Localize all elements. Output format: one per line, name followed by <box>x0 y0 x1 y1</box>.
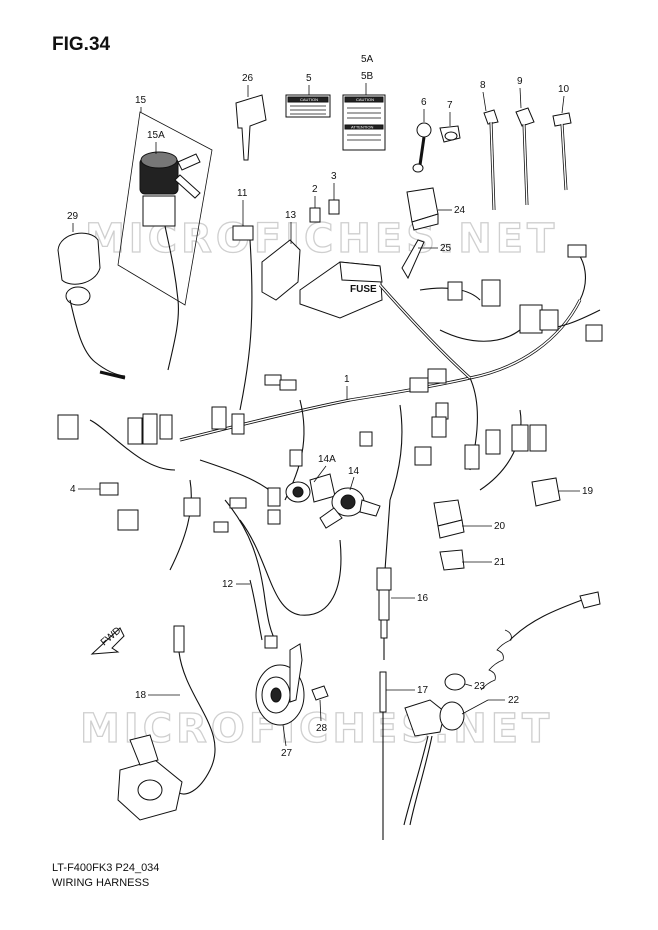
relay-19 <box>531 477 561 507</box>
callout-11: 11 <box>237 188 248 199</box>
callout-6: 6 <box>421 97 427 108</box>
callout-5a: 5A <box>361 54 374 65</box>
callout-28: 28 <box>316 723 328 734</box>
callout-7: 7 <box>447 100 453 111</box>
callouts: 1 2 3 4 5 5A 5B 6 7 8 9 10 11 12 13 14 1… <box>67 54 594 759</box>
callout-24: 24 <box>454 205 466 216</box>
callout-23: 23 <box>474 681 486 692</box>
callout-9: 9 <box>517 76 523 87</box>
callout-21: 21 <box>494 557 506 568</box>
fuse-2 <box>309 207 321 223</box>
callout-26: 26 <box>242 73 254 84</box>
model-code: LT-F400FK3 P24_034 <box>52 862 160 874</box>
figure-title: FIG.34 <box>52 34 111 55</box>
bracket-21 <box>439 549 465 571</box>
callout-29: 29 <box>67 211 79 222</box>
key <box>235 94 267 161</box>
callout-2: 2 <box>312 184 318 195</box>
callout-14a: 14A <box>318 454 336 465</box>
svg-text:CAUTION: CAUTION <box>300 97 318 102</box>
figure-caption: WIRING HARNESS <box>52 877 150 889</box>
svg-text:FUSE: FUSE <box>350 284 377 295</box>
svg-text:ATTENTION: ATTENTION <box>351 125 373 130</box>
callout-22: 22 <box>508 695 520 706</box>
caution-labels: CAUTION CAUTION ATTENTION <box>285 94 386 151</box>
callout-15: 15 <box>135 95 147 106</box>
ignition-switch-group <box>117 111 213 371</box>
fuse-3 <box>328 199 340 215</box>
callout-18: 18 <box>135 690 147 701</box>
callout-5b: 5B <box>361 71 374 82</box>
callout-20: 20 <box>494 521 506 532</box>
callout-25: 25 <box>440 243 452 254</box>
connector-11 <box>232 225 254 241</box>
callout-5: 5 <box>306 73 312 84</box>
callout-17: 17 <box>417 685 429 696</box>
callout-8: 8 <box>480 80 486 91</box>
callout-13: 13 <box>285 210 297 221</box>
handlebar-switch <box>57 232 126 380</box>
fwd-arrow: FWD <box>90 625 125 655</box>
callout-14: 14 <box>348 466 360 477</box>
connector-4 <box>99 482 119 496</box>
callout-19: 19 <box>582 486 594 497</box>
bolt-17 <box>379 671 387 840</box>
callout-16: 16 <box>417 593 429 604</box>
ignition-switch-housing <box>142 195 176 227</box>
callout-4: 4 <box>70 484 76 495</box>
wire-12 <box>249 579 263 641</box>
relay-24 <box>406 187 439 231</box>
callout-15a: 15A <box>147 130 165 141</box>
callout-12: 12 <box>222 579 234 590</box>
sensor-16 <box>376 567 392 660</box>
switch-14 <box>285 473 381 529</box>
relay-20 <box>433 499 465 539</box>
callout-10: 10 <box>558 84 570 95</box>
callout-1: 1 <box>344 374 350 385</box>
horn-27 <box>255 643 329 726</box>
callout-3: 3 <box>331 171 337 182</box>
watermark-bottom: MICROFICHES.NET <box>80 706 553 752</box>
clamps-and-ties <box>412 107 572 211</box>
sensor-18 <box>117 625 216 821</box>
caution-label-5b <box>342 94 386 151</box>
bracket-25 <box>401 239 425 280</box>
engine-stop-switch-22 <box>403 591 601 826</box>
fuse-box-13: FUSE <box>261 239 383 319</box>
svg-text:CAUTION: CAUTION <box>356 97 374 102</box>
harness-connectors <box>57 244 603 649</box>
callout-27: 27 <box>281 748 293 759</box>
